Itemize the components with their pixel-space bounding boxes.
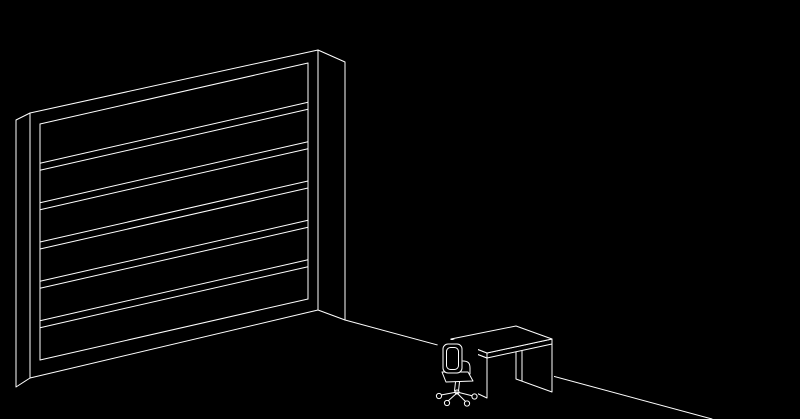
chair-caster <box>471 393 478 400</box>
office-chair <box>435 340 478 407</box>
chair-base-spoke <box>440 391 458 396</box>
bookshelf-shelf-edge <box>39 101 309 164</box>
bookshelf <box>15 49 346 388</box>
bookshelf-shelf-edge <box>39 219 309 282</box>
bookshelf-shelf-edge <box>39 180 309 243</box>
bookshelf-shelves <box>39 101 309 329</box>
bookshelf-shelf-edge <box>39 141 309 204</box>
chair-base-spoke <box>456 392 467 403</box>
chair-seat <box>441 371 474 383</box>
chair-base-spoke <box>456 391 474 397</box>
chair-post-right-edge <box>458 381 460 392</box>
bookshelf-shelf-edge <box>39 187 309 250</box>
bookshelf-shelf-edge <box>39 108 309 171</box>
chair-backrest-inner-line <box>446 347 459 370</box>
bookshelf-left-panel <box>15 112 31 388</box>
chair-base-spoke <box>447 392 458 402</box>
bookshelf-front-frame <box>29 49 319 379</box>
bookshelf-shelf-edge <box>39 226 309 289</box>
chair-caster <box>463 400 471 407</box>
bookshelf-base-board-top <box>39 298 309 361</box>
chair-caster <box>435 392 443 400</box>
bookshelf-shelf-edge <box>39 266 309 329</box>
bookshelf-right-panel <box>317 49 346 321</box>
chair-armrest <box>462 360 471 375</box>
chair-backrest <box>442 343 463 374</box>
chair-caster <box>443 399 451 407</box>
chair-post-left-edge <box>454 381 456 392</box>
bookshelf-shelf-edge <box>39 259 309 322</box>
bookshelf-top-board-underside <box>39 62 309 125</box>
bookshelf-shelf-edge <box>39 148 309 211</box>
